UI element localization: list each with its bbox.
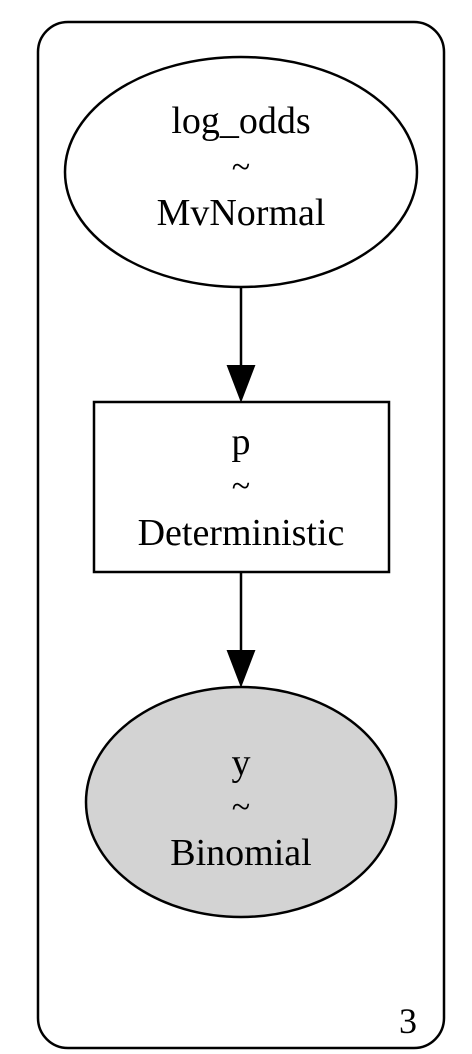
arrowhead-icon [226,650,256,688]
node-distribution: Binomial [170,832,311,874]
node-log-odds: log_odds ~ MvNormal [63,55,419,289]
node-tilde: ~ [232,789,250,826]
node-y: y ~ Binomial [84,685,398,919]
node-shape-ellipse-observed [84,685,398,919]
node-shape-ellipse [63,55,419,289]
plate [36,20,446,1050]
node-p: p ~ Deterministic [92,400,391,574]
node-name: p [232,421,251,463]
node-shape-box [92,400,391,574]
node-tilde: ~ [232,149,250,186]
edge-p-to-y [226,572,256,688]
node-distribution: MvNormal [157,192,326,234]
node-name: y [232,742,251,784]
arrowhead-icon [226,365,256,403]
node-tilde: ~ [232,468,250,505]
edge-log-odds-to-p [226,287,256,403]
node-distribution: Deterministic [138,512,345,554]
node-name: log_odds [171,100,310,142]
plate-count: 3 [399,1001,417,1041]
